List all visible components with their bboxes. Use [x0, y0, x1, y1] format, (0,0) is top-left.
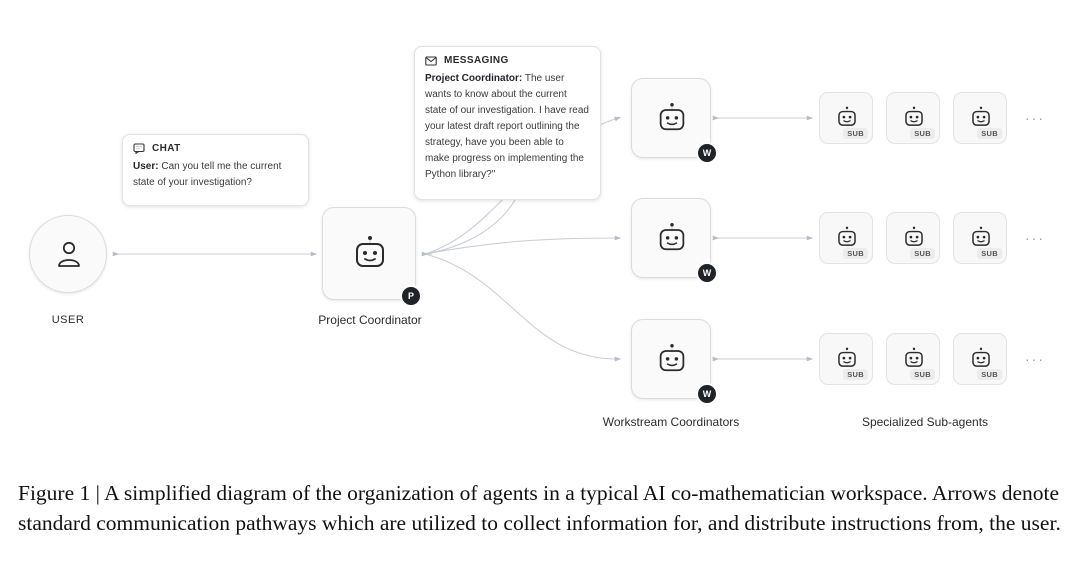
more-ellipsis: ···: [1025, 230, 1045, 246]
robot-icon: [354, 235, 386, 269]
sub-tag: SUB: [977, 128, 1002, 139]
sub-tag: SUB: [843, 369, 868, 380]
sub-agent-node: SUB: [953, 212, 1007, 264]
sub-tag: SUB: [977, 369, 1002, 380]
robot-icon: [904, 226, 924, 247]
sub-agent-node: SUB: [953, 92, 1007, 144]
workstream-coordinator-node: W: [631, 78, 718, 164]
workstream-label: Workstream Coordinators: [602, 415, 740, 429]
sub-tag: SUB: [843, 128, 868, 139]
sub-agent-node: SUB: [886, 333, 940, 385]
messaging-header: MESSAGING: [444, 55, 509, 66]
project-coordinator-badge: P: [400, 285, 422, 307]
workstream-badge: W: [696, 383, 718, 405]
chat-header: CHAT: [152, 143, 181, 154]
sub-agent-node: SUB: [819, 92, 873, 144]
project-coordinator-label: Project Coordinator: [318, 313, 422, 327]
robot-icon: [837, 106, 857, 127]
robot-icon: [658, 222, 686, 252]
messaging-message: The user wants to know about the current…: [425, 73, 589, 180]
robot-icon: [837, 226, 857, 247]
sub-tag: SUB: [843, 248, 868, 259]
messaging-speaker: Project Coordinator:: [425, 73, 523, 84]
figure-caption: Figure 1 | A simplified diagram of the o…: [18, 481, 1061, 535]
robot-icon: [837, 347, 857, 368]
pc-workstream-3-connector: [424, 253, 622, 362]
workstream-badge: W: [696, 262, 718, 284]
robot-icon: [971, 106, 991, 127]
robot-icon: [658, 343, 686, 373]
robot-icon: [971, 226, 991, 247]
workstream-coordinator-node: W: [631, 198, 718, 284]
pc-workstream-2-connector: [424, 235, 622, 255]
project-coordinator-node: P: [322, 207, 422, 307]
sub-tag: SUB: [977, 248, 1002, 259]
sub-agent-node: SUB: [886, 212, 940, 264]
pc-message-connector: [424, 199, 516, 255]
messaging-card: MESSAGING Project Coordinator: The user …: [414, 46, 601, 200]
chat-card: CHAT User: Can you tell me the current s…: [122, 134, 309, 206]
envelope-icon: [425, 55, 437, 66]
sub-tag: SUB: [910, 248, 935, 259]
chat-icon: [133, 143, 145, 154]
robot-icon: [971, 347, 991, 368]
workstream-badge: W: [696, 142, 718, 164]
chat-message: Can you tell me the current state of you…: [133, 161, 282, 188]
more-ellipsis: ···: [1025, 110, 1045, 126]
sub-agent-node: SUB: [953, 333, 1007, 385]
workstream-coordinator-node: W: [631, 319, 718, 405]
robot-icon: [904, 347, 924, 368]
user-node: [29, 215, 107, 293]
chat-speaker: User:: [133, 161, 159, 172]
sub-agent-node: SUB: [819, 212, 873, 264]
sub-tag: SUB: [910, 128, 935, 139]
person-icon: [56, 240, 82, 268]
user-label: USER: [51, 314, 85, 326]
sub-agent-node: SUB: [886, 92, 940, 144]
more-ellipsis: ···: [1025, 351, 1045, 367]
sub-agent-node: SUB: [819, 333, 873, 385]
subagents-label: Specialized Sub-agents: [861, 415, 989, 429]
sub-tag: SUB: [910, 369, 935, 380]
robot-icon: [904, 106, 924, 127]
robot-icon: [658, 102, 686, 132]
